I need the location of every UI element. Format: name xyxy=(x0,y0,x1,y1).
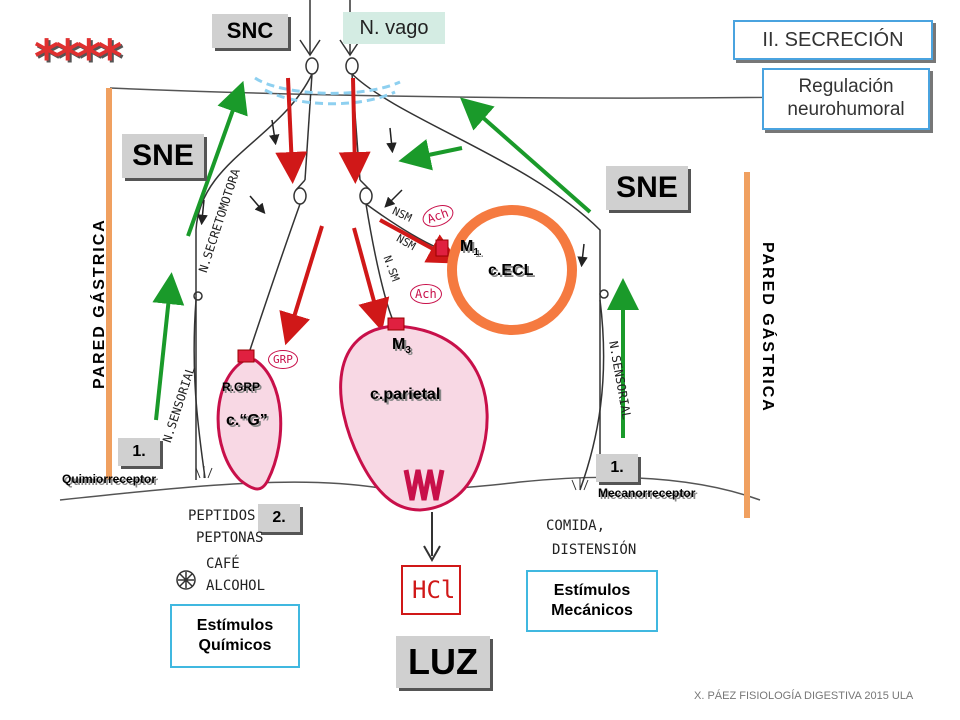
mechanical-stimuli-box: Estímulos Mecánicos xyxy=(526,570,658,632)
ecl-cell-label: c.ECL xyxy=(488,262,534,279)
m1-sub: 1. xyxy=(473,247,482,259)
importance-stars: **** xyxy=(34,30,122,86)
efferent-arrows xyxy=(275,77,461,346)
g-cell xyxy=(216,358,283,491)
vagus-box: N. vago xyxy=(343,12,445,44)
asterisk-icon xyxy=(176,570,196,590)
step-1-right-badge: 1. xyxy=(596,454,638,482)
g-cell-label: c.“G” xyxy=(226,412,268,429)
ach-label-2: Ach xyxy=(410,284,442,304)
subtitle-line2: neurohumoral xyxy=(787,99,905,120)
sne-box-left: SNE xyxy=(122,134,204,178)
chemoreceptor-label: Quimiorreceptor xyxy=(62,472,157,486)
subtitle-line1: Regulación xyxy=(798,76,894,98)
gastric-wall-label-right: PARED GÁSTRICA xyxy=(759,242,776,413)
chemical-stimuli-box: Estímulos Químicos xyxy=(170,604,300,668)
parietal-cell-label: c.parietal xyxy=(370,386,441,403)
alcohol-label: ALCOHOL xyxy=(206,578,266,594)
receptor-tufts xyxy=(195,466,589,491)
hcl-arrow xyxy=(423,512,441,563)
snc-box: SNC xyxy=(212,14,288,48)
section-subtitle: Regulación neurohumoral xyxy=(762,68,930,130)
hcl-box xyxy=(401,565,461,615)
grp-label: GRP xyxy=(268,350,298,369)
m3-label: M3 xyxy=(392,336,411,356)
m1-text: M xyxy=(460,238,474,255)
step-2-badge: 2. xyxy=(258,504,300,532)
r-grp-label: R.GRP xyxy=(222,380,261,394)
gastric-wall-label-left: PARED GÁSTRICA xyxy=(91,218,108,389)
gastric-wall-bar-right xyxy=(744,172,750,518)
mech-line1: Estímulos xyxy=(553,582,631,599)
peptones-label: PEPTONAS xyxy=(196,530,264,546)
canaliculi xyxy=(403,469,445,501)
chem-line2: Químicos xyxy=(198,637,272,654)
m3-receptor xyxy=(387,317,405,331)
m1-receptor xyxy=(435,239,449,257)
section-title: II. SECRECIÓN xyxy=(733,20,933,60)
coffee-label: CAFÉ xyxy=(206,556,240,572)
vagus-dashes xyxy=(254,76,401,106)
distension-label: DISTENSIÓN xyxy=(552,542,637,558)
chem-line1: Estímulos xyxy=(196,617,274,634)
food-label: COMIDA, xyxy=(546,518,606,534)
lumen-box: LUZ xyxy=(396,636,490,688)
gastric-wall-bar-left xyxy=(106,88,112,480)
parietal-cell xyxy=(339,324,489,512)
step-1-left-badge: 1. xyxy=(118,438,160,466)
footer-credit: X. PÁEZ FISIOLOGÍA DIGESTIVA 2015 ULA xyxy=(694,690,914,702)
mechanoreceptor-label: Mecanorreceptor xyxy=(598,486,696,500)
m1-label: M1. xyxy=(460,238,482,258)
peptides-label: PEPTIDOS xyxy=(188,508,256,524)
m3-text: M xyxy=(392,336,406,353)
hcl-label: HCl xyxy=(412,576,456,604)
sne-box-right: SNE xyxy=(606,166,688,210)
afferent-arrows xyxy=(152,80,639,438)
grp-receptor xyxy=(237,349,255,363)
m3-sub: 3 xyxy=(405,345,411,357)
mech-line2: Mecánicos xyxy=(551,602,633,619)
ecl-cell xyxy=(447,205,577,335)
small-arrows xyxy=(197,119,588,268)
